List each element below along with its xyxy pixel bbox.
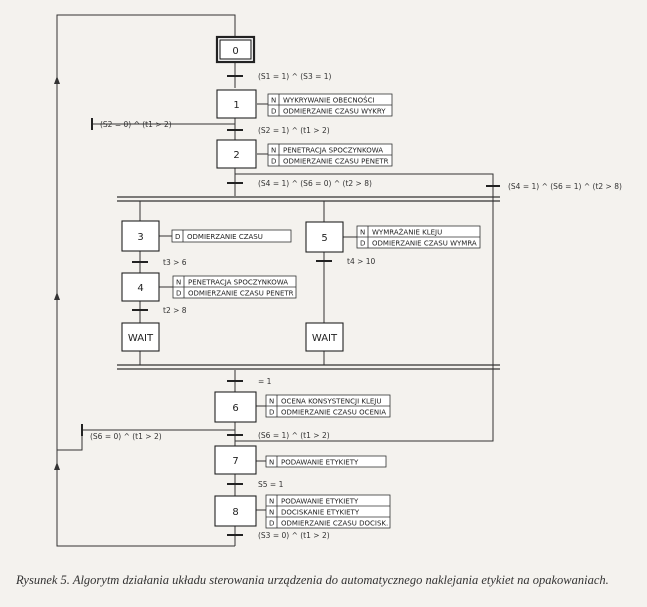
action-text: ODMIERZANIE CZASU WYKRY: [283, 108, 386, 116]
action-text: ODMIERZANIE CZASU WYMRA: [372, 240, 477, 248]
step-label-2: 2: [233, 150, 239, 161]
action-qualifier: D: [269, 520, 274, 528]
transition-label-80: (S3 = 0) ^ (t1 > 2): [258, 531, 330, 540]
action-qualifier: D: [176, 290, 181, 298]
step-label-wait-1: WAIT: [128, 333, 154, 344]
action-qualifier: D: [175, 233, 180, 241]
figure-caption: Rysunek 5. Algorytm działania układu ste…: [16, 573, 609, 587]
step-boxes: [121, 35, 344, 527]
step-label-4: 4: [137, 283, 143, 294]
action-tables: [171, 93, 481, 529]
step-label-7: 7: [232, 456, 238, 467]
action-text: ODMIERZANIE CZASU OCENIA: [281, 409, 386, 417]
action-text: PODAWANIE ETYKIETY: [281, 459, 359, 467]
transition-label-10: (S2 = 0) ^ (t1 > 2): [100, 120, 172, 129]
loop-arrows: [54, 76, 60, 470]
transition-label-2par: (S4 = 1) ^ (S6 = 0) ^ (t2 > 8): [258, 179, 372, 188]
step-box-0-inner: [219, 39, 252, 60]
simultaneous-bars: [117, 196, 500, 370]
step-box-2: [216, 139, 257, 169]
action-qualifier: D: [271, 108, 276, 116]
step-box-4: [121, 272, 160, 302]
transition-label-78: S5 = 1: [258, 480, 284, 489]
action-text: PENETRACJA SPOCZYNKOWA: [283, 147, 383, 155]
action-text: PODAWANIE ETYKIETY: [281, 498, 359, 506]
action-text: DOCISKANIE ETYKIETY: [281, 509, 360, 517]
transition-label-12: (S2 = 1) ^ (t1 > 2): [258, 126, 330, 135]
action-table-8: [265, 494, 391, 529]
action-table-7: [265, 455, 387, 468]
transition-label-67: (S6 = 1) ^ (t1 > 2): [258, 431, 330, 440]
step-box-wait-2: [305, 322, 344, 352]
transition-label-4w: t2 > 8: [163, 306, 187, 315]
step-box-6: [214, 391, 257, 423]
transition-label-60: (S6 = 0) ^ (t1 > 2): [90, 432, 162, 441]
step-label-0: 0: [232, 46, 238, 57]
action-text: ODMIERZANIE CZASU PENETR: [188, 290, 294, 298]
step-box-wait-1: [121, 322, 160, 352]
action-qualifier: N: [269, 459, 274, 467]
grafcet-diagram: 0 1 2 3 4 5 6 7 8 WAIT WAIT: [54, 14, 622, 547]
step-box-7: [214, 445, 257, 475]
step-label-wait-2: WAIT: [312, 333, 338, 344]
action-text: WYKRYWANIE OBECNOŚCI: [283, 96, 375, 105]
transition-label-34: t3 > 6: [163, 258, 187, 267]
transition-label-5w: t4 > 10: [347, 257, 376, 266]
transition-label-join: = 1: [258, 377, 272, 386]
action-text: WYMRAŻANIE KLEJU: [372, 228, 442, 237]
step-label-3: 3: [137, 232, 143, 243]
action-qualifier: D: [271, 158, 276, 166]
action-qualifier: N: [176, 279, 181, 287]
step-label-5: 5: [321, 233, 327, 244]
step-box-8: [214, 495, 257, 527]
transition-label-01: (S1 = 1) ^ (S3 = 1): [258, 72, 332, 81]
action-text: ODMIERZANIE CZASU DOCISK.: [281, 520, 388, 528]
action-qualifier: D: [269, 409, 274, 417]
step-box-5: [305, 221, 344, 253]
action-table-3: [171, 229, 292, 243]
step-box-1: [216, 89, 257, 119]
action-qualifier: N: [269, 509, 274, 517]
action-qualifier: N: [271, 97, 276, 105]
action-qualifier: N: [269, 398, 274, 406]
step-label-6: 6: [232, 403, 238, 414]
step-label-8: 8: [232, 507, 238, 518]
action-qualifier: N: [269, 498, 274, 506]
action-text: OCENA KONSYSTENCJI KLEJU: [281, 398, 381, 406]
action-qualifier: N: [360, 229, 365, 237]
action-text: ODMIERZANIE CZASU: [187, 233, 263, 241]
transition-label-2skip: (S4 = 1) ^ (S6 = 1) ^ (t2 > 8): [508, 182, 622, 191]
action-text: ODMIERZANIE CZASU PENETR: [283, 158, 389, 166]
action-qualifier: N: [271, 147, 276, 155]
action-qualifier: D: [360, 240, 365, 248]
step-box-3: [121, 220, 160, 252]
action-text: PENETRACJA SPOCZYNKOWA: [188, 279, 288, 287]
transition-ticks: [81, 75, 500, 536]
step-label-1: 1: [233, 100, 239, 111]
